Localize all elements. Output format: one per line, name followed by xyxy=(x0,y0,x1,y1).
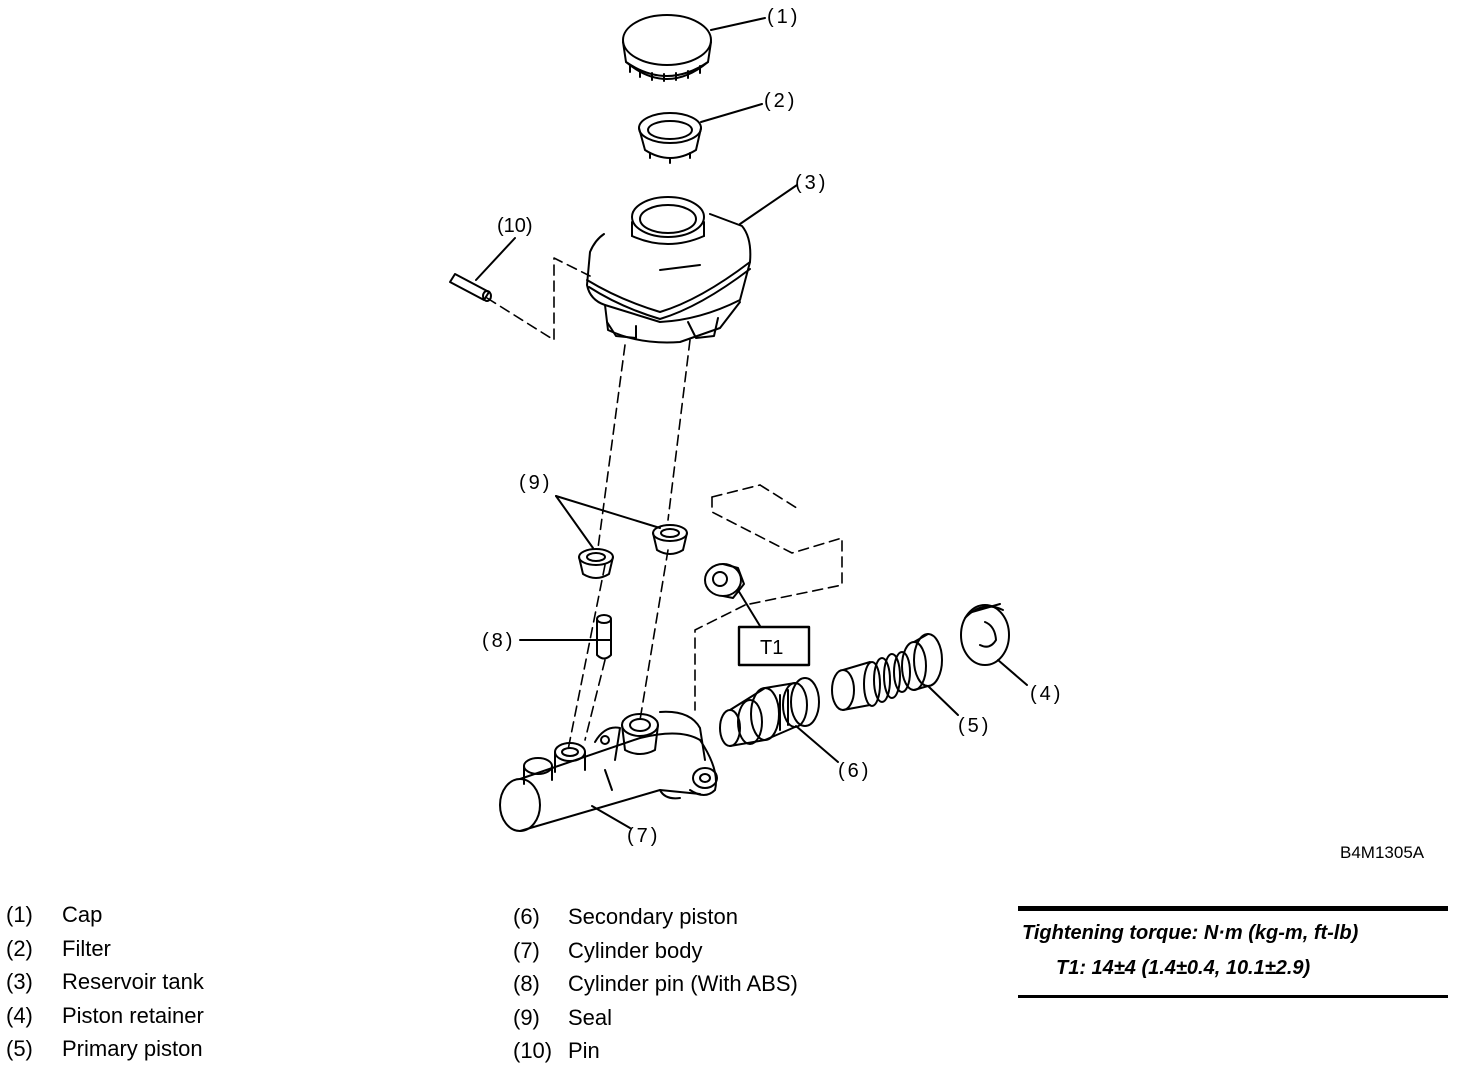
seal-parts xyxy=(555,495,688,579)
torque-title: Tightening torque: N·m (kg-m, ft-lb) xyxy=(1022,922,1359,944)
callout-5: (5) xyxy=(958,715,991,737)
legend-num: (3) xyxy=(6,969,33,994)
legend-num: (5) xyxy=(6,1036,33,1061)
legend-item: (10) Pin xyxy=(513,1034,798,1068)
legend-num: (2) xyxy=(6,935,33,961)
t1-nut-part xyxy=(704,563,761,627)
piston-retainer-part xyxy=(960,603,1028,686)
legend-left: (1) Cap (2) Filter (3) Reservoir tank (4) Pi… xyxy=(6,898,204,1066)
legend-label: Pin xyxy=(568,1038,600,1063)
legend-item: (9) Seal xyxy=(513,1001,798,1035)
legend-label: Cap xyxy=(62,902,103,927)
t1-box xyxy=(737,625,811,667)
callout-7: (7) xyxy=(627,825,660,847)
legend-label: Seal xyxy=(568,1004,613,1030)
legend-label: Primary piston xyxy=(62,1036,203,1061)
assembly-guides xyxy=(486,257,843,751)
cylinder-body-part xyxy=(499,710,718,832)
legend-label: Piston retainer xyxy=(62,1002,204,1028)
figure-code: B4M1305A xyxy=(1340,843,1425,862)
callout-4: (4) xyxy=(1030,683,1063,705)
legend-label: Reservoir tank xyxy=(62,969,204,994)
legend-item: (4) Piston retainer xyxy=(6,999,204,1033)
callout-1: (1) xyxy=(767,6,800,28)
pin-part xyxy=(449,237,516,302)
filter-part xyxy=(638,103,763,164)
legend-label: Cylinder pin (With ABS) xyxy=(568,971,798,996)
legend-num: (9) xyxy=(513,1004,540,1030)
callout-9: (9) xyxy=(519,472,552,494)
legend-item: (1) Cap xyxy=(6,898,204,932)
torque-value: T1: 14±4 (1.4±0.4, 10.1±2.9) xyxy=(1056,957,1311,979)
legend-num: (7) xyxy=(513,937,540,963)
legend-num: (6) xyxy=(513,904,540,929)
legend-item: (5) Primary piston xyxy=(6,1032,204,1066)
callout-t1: T1 xyxy=(760,637,783,659)
callout-2: (2) xyxy=(764,90,797,112)
callout-3: (3) xyxy=(795,172,828,194)
cap-part xyxy=(622,14,766,82)
legend-num: (10) xyxy=(513,1038,553,1063)
callout-10: (10) xyxy=(497,215,533,237)
reservoir-tank-part xyxy=(586,184,798,344)
legend-num: (1) xyxy=(6,902,33,927)
legend-right: (6) Secondary piston (7) Cylinder body (8)… xyxy=(513,900,798,1068)
torque-box: Tightening torque: N·m (kg-m, ft-lb) T1:… xyxy=(1018,906,1448,998)
legend-label: Secondary piston xyxy=(568,904,738,929)
callout-6: (6) xyxy=(838,760,871,782)
legend-label: Cylinder body xyxy=(568,937,703,963)
legend-num: (8) xyxy=(513,971,540,996)
legend-item: (7) Cylinder body xyxy=(513,934,798,968)
legend-item: (6) Secondary piston xyxy=(513,900,798,934)
callout-8: (8) xyxy=(482,630,515,652)
legend-label: Filter xyxy=(62,935,111,961)
legend-item: (2) Filter xyxy=(6,932,204,966)
legend-item: (3) Reservoir tank xyxy=(6,965,204,999)
legend-item: (8) Cylinder pin (With ABS) xyxy=(513,967,798,1001)
cylinder-pin-part xyxy=(519,614,612,660)
legend-num: (4) xyxy=(6,1002,33,1028)
primary-piston-part xyxy=(831,633,959,716)
secondary-piston-part xyxy=(719,677,839,763)
